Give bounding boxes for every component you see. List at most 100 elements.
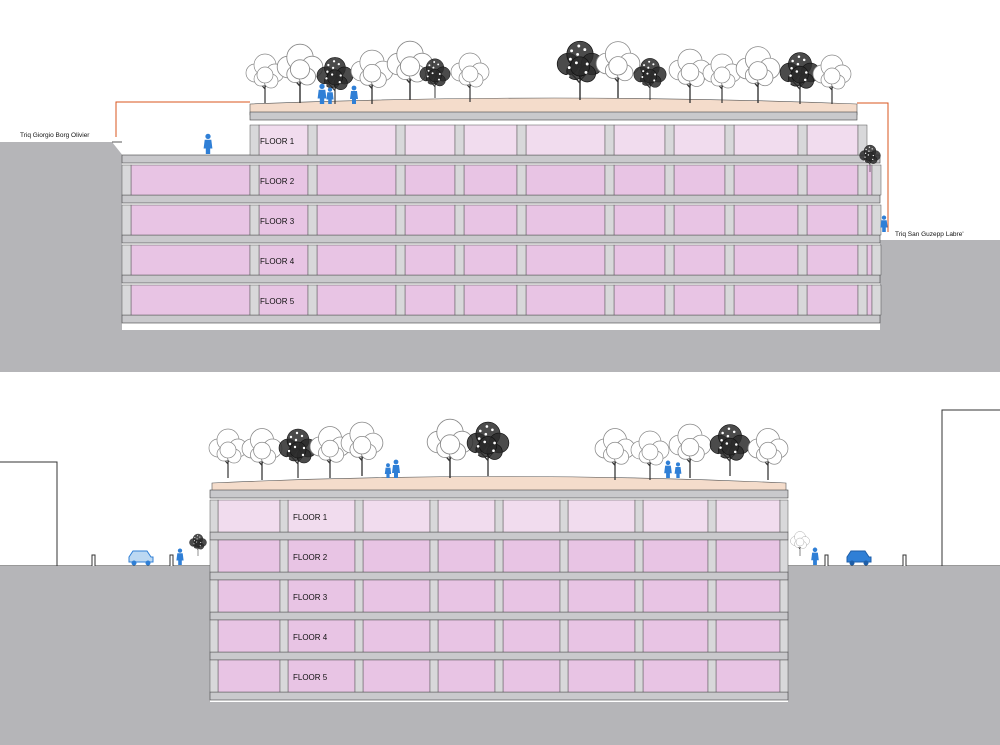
structural-column	[209, 579, 219, 613]
structural-column	[395, 284, 406, 316]
structural-column	[209, 619, 219, 653]
floor-bay	[437, 659, 496, 693]
floor-bay	[502, 539, 561, 573]
floor-bay	[437, 619, 496, 653]
floor-bay	[258, 244, 309, 276]
car-icon	[846, 550, 872, 566]
floor-slab	[209, 571, 789, 581]
tree-icon	[350, 49, 394, 104]
floor-bay	[525, 204, 606, 236]
floor-2: FLOOR 2	[121, 164, 882, 204]
floor-bay	[362, 539, 431, 573]
structural-column	[857, 244, 868, 276]
floor-bay	[463, 124, 518, 156]
roof-slab-bottom	[209, 489, 789, 499]
structural-column	[797, 204, 808, 236]
floor-bay	[130, 204, 251, 236]
roof-bottom	[211, 476, 787, 495]
structural-column	[634, 579, 644, 613]
floor-bay	[502, 579, 561, 613]
floor-bay	[733, 164, 799, 196]
tree-icon	[309, 426, 351, 478]
floor-4: FLOOR 4	[121, 244, 882, 284]
floor-bay	[866, 284, 873, 316]
structural-column	[307, 164, 318, 196]
floor-bay	[437, 579, 496, 613]
tree-icon	[702, 53, 742, 103]
floor-bay	[404, 284, 456, 316]
structural-column	[354, 619, 364, 653]
structural-column	[395, 164, 406, 196]
floor-bay	[287, 579, 356, 613]
structural-column	[454, 284, 465, 316]
structural-column	[871, 284, 882, 316]
structural-column	[307, 204, 318, 236]
floor-bay	[316, 284, 397, 316]
person-icon	[664, 460, 672, 478]
floor-bay	[362, 619, 431, 653]
structural-column	[395, 204, 406, 236]
bottom-trees	[189, 418, 810, 556]
tree-icon	[189, 533, 207, 556]
structural-column	[634, 659, 644, 693]
floor-slab	[121, 154, 881, 164]
floor-bay	[130, 284, 251, 316]
structural-column	[724, 124, 735, 156]
floor-slab	[121, 234, 881, 244]
structural-column	[121, 244, 132, 276]
structural-column	[779, 579, 789, 613]
floor-bay	[733, 244, 799, 276]
floor-bay	[362, 499, 431, 533]
structural-column	[857, 284, 868, 316]
tree-icon	[386, 40, 434, 100]
street-label-left: Triq Giorgio Borg Olivier	[20, 132, 90, 139]
structural-column	[454, 244, 465, 276]
floor-bay	[502, 659, 561, 693]
floor-bay	[613, 244, 666, 276]
floor-bay	[613, 284, 666, 316]
structural-column	[516, 284, 527, 316]
structural-column	[559, 619, 569, 653]
floor-bay	[866, 244, 873, 276]
structural-column	[871, 244, 882, 276]
floor-bay	[806, 244, 859, 276]
structural-column	[604, 284, 615, 316]
structural-column	[494, 579, 504, 613]
tree-icon	[426, 418, 474, 478]
tree-icon	[241, 428, 283, 480]
floor-bay	[567, 539, 636, 573]
floor-slab	[209, 531, 789, 541]
floor-bay	[525, 124, 606, 156]
floor-bay	[567, 499, 636, 533]
structural-column	[871, 164, 882, 196]
structural-column	[279, 579, 289, 613]
floor-label: FLOOR 5	[293, 673, 328, 682]
tree-icon	[859, 144, 881, 172]
structural-column	[429, 659, 439, 693]
structural-column	[604, 124, 615, 156]
tree-icon	[208, 428, 248, 478]
structural-column	[429, 499, 439, 533]
structural-column	[454, 164, 465, 196]
floor-bay	[673, 204, 726, 236]
person-icon	[317, 83, 327, 104]
floor-bay	[642, 659, 709, 693]
top-trees	[245, 40, 881, 172]
structural-column	[724, 284, 735, 316]
floor-slab	[121, 194, 881, 204]
tree-icon	[340, 421, 384, 476]
structural-column	[707, 659, 717, 693]
structural-column	[454, 204, 465, 236]
tree-icon	[630, 430, 670, 480]
tree-icon	[450, 52, 490, 102]
structural-column	[516, 164, 527, 196]
floor-label: FLOOR 1	[293, 513, 328, 522]
tree-icon	[316, 57, 354, 104]
structural-column	[279, 659, 289, 693]
floor-bay	[525, 164, 606, 196]
structural-column	[707, 619, 717, 653]
floor-bay	[258, 164, 309, 196]
street-label-right: Triq San Guzepp Labre'	[895, 231, 964, 238]
structural-column	[307, 284, 318, 316]
